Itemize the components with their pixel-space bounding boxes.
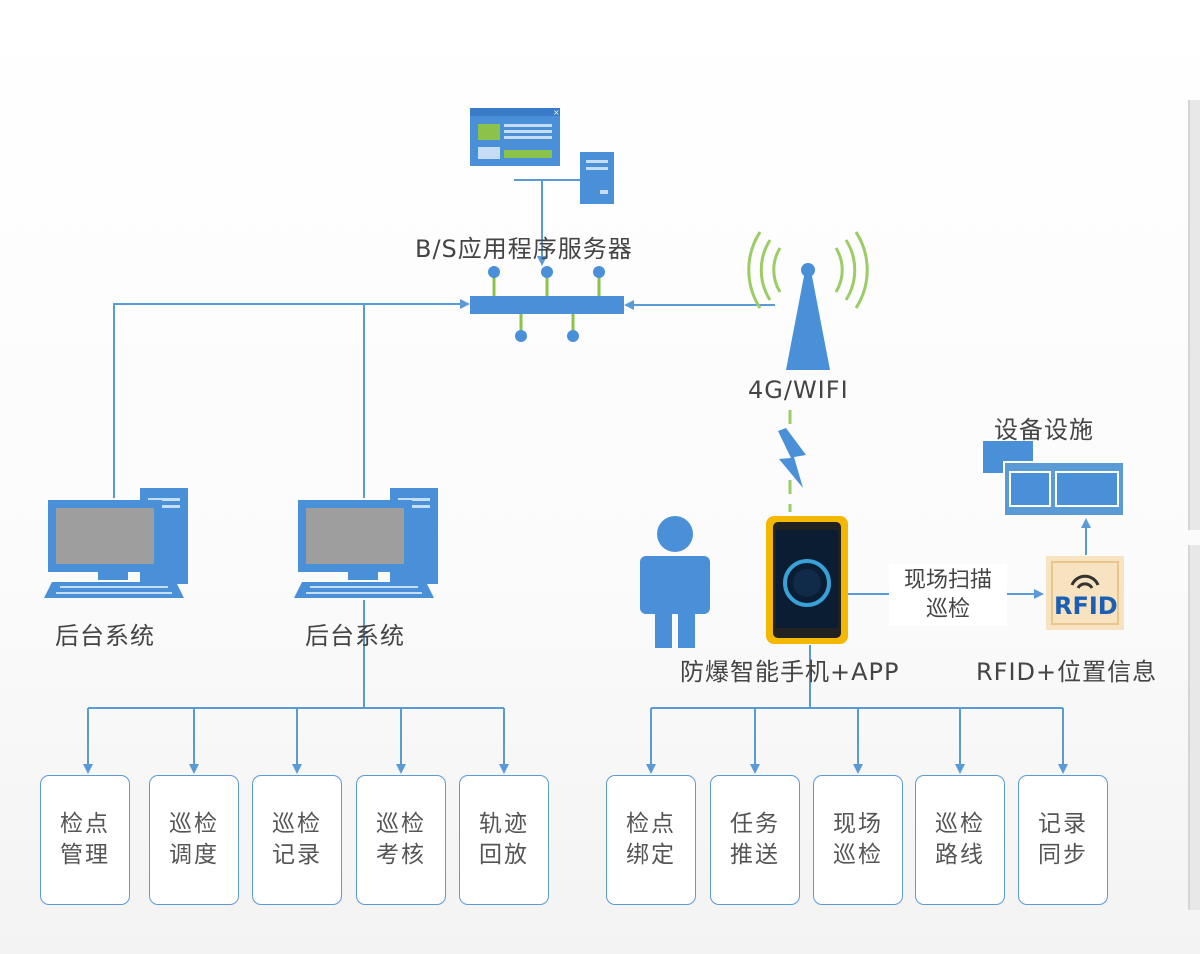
network-switch-icon [470, 266, 624, 342]
edge-bar-bottom [1188, 545, 1200, 910]
lightning-icon [778, 428, 806, 488]
function-box-line2: 记录 [272, 842, 322, 868]
scan-label-box: 现场扫描 巡检 [889, 564, 1007, 626]
computer-icon-2 [294, 488, 438, 598]
rfid-tag-text: RFID [1054, 592, 1118, 620]
function-box-line2: 调度 [169, 842, 219, 868]
function-box-inspection-records: 巡检 记录 [252, 775, 342, 905]
function-box-line1: 记录 [1038, 811, 1088, 837]
function-box-inspection-route: 巡检 路线 [915, 775, 1005, 905]
phone-label: 防爆智能手机+APP [680, 658, 900, 686]
rfid-label: RFID+位置信息 [976, 658, 1158, 686]
edge-bar-top [1188, 100, 1200, 530]
function-box-onsite-inspection: 现场 巡检 [813, 775, 903, 905]
function-box-inspection-assessment: 巡检 考核 [356, 775, 446, 905]
connection-lines [83, 179, 1091, 774]
computer-icon-1 [44, 488, 188, 598]
function-box-line1: 轨迹 [479, 811, 529, 837]
function-box-line1: 检点 [60, 811, 110, 837]
function-box-line1: 巡检 [272, 811, 322, 837]
equipment-label: 设备设施 [994, 416, 1094, 444]
server-tower-icon [580, 152, 614, 204]
phone-icon [766, 516, 848, 644]
server-label: B/S应用程序服务器 [415, 235, 633, 263]
scan-label-line2: 巡检 [925, 597, 970, 622]
scan-label-line1: 现场扫描 [903, 568, 992, 593]
function-box-line1: 检点 [626, 811, 676, 837]
person-icon [640, 516, 710, 648]
function-box-line1: 现场 [833, 811, 883, 837]
function-box-line2: 绑定 [626, 842, 676, 868]
function-box-checkpoint-binding: 检点 绑定 [606, 775, 696, 905]
function-box-line2: 推送 [730, 842, 780, 868]
function-box-line2: 路线 [935, 842, 985, 868]
function-box-record-sync: 记录 同步 [1018, 775, 1108, 905]
function-box-line2: 回放 [479, 842, 529, 868]
function-box-line1: 巡检 [935, 811, 985, 837]
network-label: 4G/WIFI [748, 376, 849, 404]
equipment-icon [981, 439, 1125, 517]
svg-text:×: × [553, 108, 560, 117]
rfid-tag-icon [1046, 556, 1124, 630]
function-box-line2: 巡检 [833, 842, 883, 868]
function-box-line1: 巡检 [376, 811, 426, 837]
function-box-line1: 巡检 [169, 811, 219, 837]
function-box-track-playback: 轨迹 回放 [459, 775, 549, 905]
function-box-task-push: 任务 推送 [710, 775, 800, 905]
backend-label-2: 后台系统 [305, 622, 405, 650]
browser-window-icon: × [470, 108, 560, 166]
function-box-line2: 同步 [1038, 842, 1088, 868]
function-box-inspection-scheduling: 巡检 调度 [149, 775, 239, 905]
function-box-line2: 管理 [60, 842, 110, 868]
function-box-line2: 考核 [376, 842, 426, 868]
function-box-checkpoint-management: 检点 管理 [40, 775, 130, 905]
backend-label-1: 后台系统 [55, 622, 155, 650]
antenna-tower-icon [747, 231, 869, 370]
function-box-line1: 任务 [730, 811, 780, 837]
